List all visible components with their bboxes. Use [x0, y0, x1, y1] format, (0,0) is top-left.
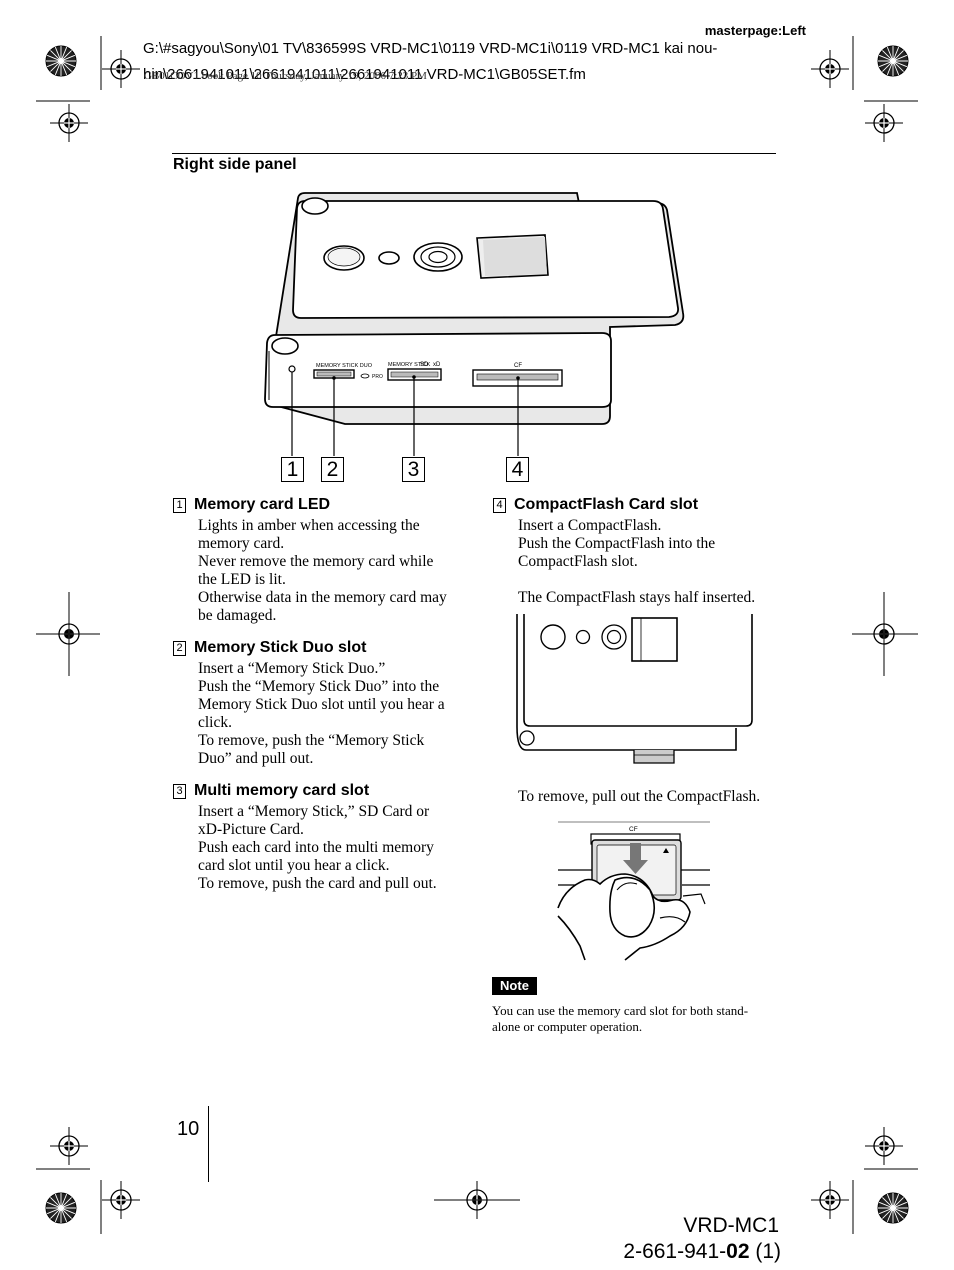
item-number: 4: [493, 498, 506, 513]
file-path: G:\#sagyou\Sony\01 TV\836599S VRD-MC1\01…: [143, 40, 718, 83]
description-line: To remove, push the card and pull out.: [198, 874, 437, 892]
note-line: alone or computer operation.: [492, 1019, 643, 1034]
remove-text: To remove, pull out the CompactFlash.: [518, 788, 761, 805]
item-memory-card-led: 1 Memory card LED Lights in amber when ac…: [173, 496, 473, 624]
callout-2: 2: [321, 457, 344, 482]
item-title: CompactFlash Card slot: [514, 496, 699, 513]
callout-3: 3: [402, 457, 425, 482]
slot-label-ms: MEMORY STICK: [388, 362, 431, 368]
slot-label-pro: PRO: [372, 374, 383, 380]
cf-half-inserted-illustration: [516, 614, 753, 764]
description-line: Never remove the memory card while: [198, 552, 434, 570]
model-number: VRD-MC1: [683, 1214, 779, 1237]
masterpage-label: masterpage:Left: [704, 23, 806, 38]
description-line: Push the CompactFlash into the: [518, 534, 716, 552]
description-line: Push the “Memory Stick Duo” into the: [198, 677, 440, 695]
callout-4: 4: [506, 457, 529, 482]
description-line: CompactFlash slot.: [518, 552, 638, 570]
description-line: memory card.: [198, 534, 285, 552]
item-number: 2: [173, 641, 186, 656]
note-line: You can use the memory card slot for bot…: [492, 1003, 749, 1018]
item-compactflash-slot: 4 CompactFlash Card slot Insert a Compact…: [493, 496, 783, 607]
description-line: be damaged.: [198, 606, 277, 624]
slot-label-msd: MEMORY STICK DUO: [316, 363, 373, 369]
item-title: Multi memory card slot: [194, 782, 370, 799]
item-description: Insert a “Memory Stick,” SD Card or xD-P…: [173, 803, 473, 893]
item-number: 1: [173, 498, 186, 513]
page-number: 10: [177, 1118, 200, 1140]
description-line: Insert a CompactFlash.: [518, 517, 662, 534]
note-text: You can use the memory card slot for bot…: [492, 1003, 748, 1035]
description-line: Lights in amber when accessing the: [198, 517, 420, 534]
item-description: Insert a CompactFlash. Push the CompactF…: [493, 517, 783, 607]
description-line: Duo” and pull out.: [198, 749, 314, 767]
part-prefix: 2-661-941-: [623, 1240, 727, 1263]
description-line: Insert a “Memory Stick,” SD Card or: [198, 803, 430, 820]
slot-label-sd: SD: [420, 362, 429, 368]
part-revision: 02: [726, 1240, 750, 1263]
part-number: 2-661-941-02 (1): [560, 1240, 781, 1264]
item-title: Memory Stick Duo slot: [194, 639, 367, 656]
item-description: Lights in amber when accessing the memor…: [173, 517, 473, 624]
description-line: Insert a “Memory Stick Duo.”: [198, 660, 386, 677]
book-info: GB01COV1.book Page 10 Thursday, January …: [144, 70, 427, 82]
half-inserted-text: The CompactFlash stays half inserted.: [518, 588, 756, 606]
device-illustration: MEMORY STICK DUO PRO MEMORY STICK SD xD …: [264, 192, 685, 456]
callout-1: 1: [281, 457, 304, 482]
slot-label-xd: xD: [433, 362, 441, 368]
cf-label: CF: [629, 826, 638, 833]
description-line: card slot until you hear a click.: [198, 856, 390, 874]
description-line: Memory Stick Duo slot until you hear a: [198, 695, 445, 713]
item-title: Memory card LED: [194, 496, 331, 513]
item-number: 3: [173, 784, 186, 799]
description-line: xD-Picture Card.: [198, 820, 304, 838]
page-number-rule: [208, 1106, 209, 1182]
slot-label-cf: CF: [514, 363, 522, 369]
item-multi-memory-card-slot: 3 Multi memory card slot Insert a “Memory…: [173, 782, 473, 893]
description-line: click.: [198, 713, 232, 731]
note-badge: Note: [492, 977, 537, 995]
part-suffix: (1): [749, 1240, 781, 1263]
description-line: To remove, push the “Memory Stick: [198, 731, 425, 749]
section-rule: [172, 153, 776, 154]
item-description: Insert a “Memory Stick Duo.” Push the “M…: [173, 660, 473, 767]
description-line: Otherwise data in the memory card may: [198, 588, 447, 606]
section-title: Right side panel: [173, 156, 297, 173]
item-memory-stick-duo-slot: 2 Memory Stick Duo slot Insert a “Memory …: [173, 639, 473, 767]
description-line: Push each card into the multi memory: [198, 838, 434, 856]
cf-removal-illustration: CF: [557, 821, 710, 961]
description-line: the LED is lit.: [198, 570, 286, 588]
